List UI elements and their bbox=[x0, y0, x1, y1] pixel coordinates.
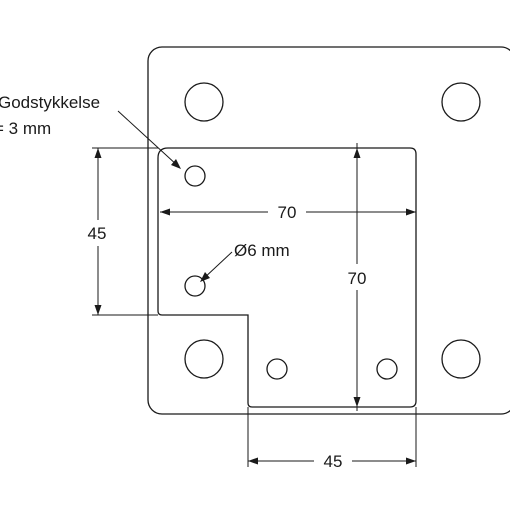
dimension-top-width-label: 70 bbox=[278, 203, 297, 222]
bracket-hole-lower bbox=[184, 275, 206, 297]
thickness-note-line2: = 3 mm bbox=[0, 119, 51, 138]
dimension-bottom-width: 45 bbox=[247, 407, 417, 471]
dimension-right-height-label: 70 bbox=[348, 269, 367, 288]
dimension-right-height: 70 bbox=[340, 143, 374, 411]
base-hole-top-right bbox=[441, 82, 481, 122]
leader-hole-diameter: Ø6 mm bbox=[200, 241, 290, 282]
bracket-hole-upper bbox=[184, 165, 206, 187]
dimension-left-height-label: 45 bbox=[88, 224, 107, 243]
l-bracket-outline bbox=[157, 147, 417, 408]
thickness-note-line1: Godstykkelse bbox=[0, 93, 100, 112]
dimension-top-width: 70 bbox=[160, 200, 416, 222]
bracket-hole-bottom-right bbox=[376, 358, 398, 380]
leader-thickness-note: Godstykkelse = 3 mm bbox=[0, 93, 181, 169]
base-hole-top-left bbox=[184, 82, 224, 122]
bracket-hole-bottom-left bbox=[266, 358, 288, 380]
base-hole-bottom-left bbox=[184, 339, 224, 379]
dimension-bottom-width-label: 45 bbox=[324, 452, 343, 471]
base-plate-outline bbox=[147, 46, 510, 415]
dimension-left-height: 45 bbox=[80, 147, 158, 316]
hole-diameter-label: Ø6 mm bbox=[234, 241, 290, 260]
base-hole-bottom-right bbox=[441, 339, 481, 379]
